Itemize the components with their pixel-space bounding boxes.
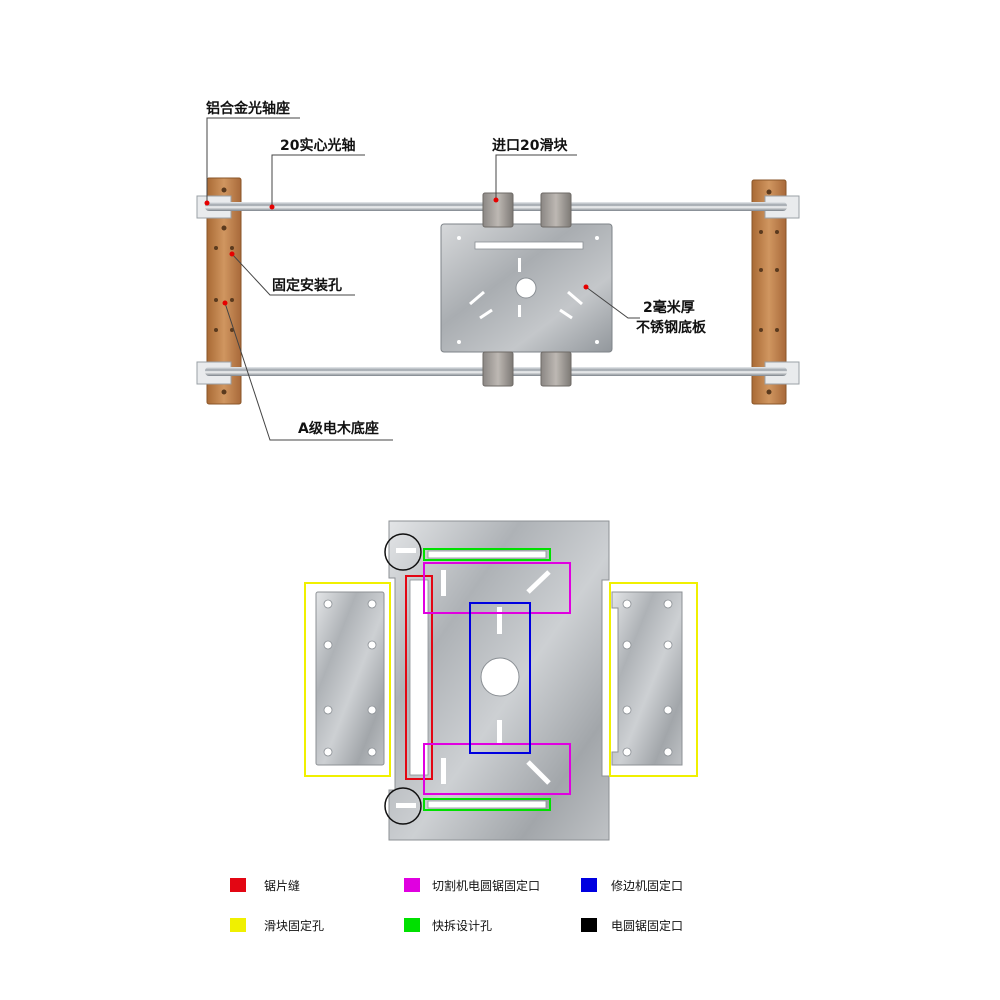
legend-label: 电圆锯固定口 (611, 918, 684, 933)
label-plate-thickness: 2毫米厚 (643, 300, 695, 316)
legend-item-slider-hole: 滑块固定孔 (230, 915, 324, 935)
magenta-box-bottom (423, 743, 571, 795)
legend-label: 快拆设计孔 (432, 918, 493, 933)
left-bakelite-base (206, 177, 242, 405)
label-plate-material: 不锈钢底板 (636, 320, 706, 336)
callout-leader-lines (206, 117, 640, 441)
green-box-bottom (423, 798, 551, 811)
legend-swatch (581, 878, 597, 892)
legend-item-trimmer: 修边机固定口 (581, 875, 683, 895)
legend-item-saw-slot: 锯片缝 (230, 875, 300, 895)
legend-label: 修边机固定口 (611, 878, 684, 893)
magenta-box-top (423, 562, 571, 614)
legend-item-circular-saw: 电圆锯固定口 (581, 915, 683, 935)
callout-dots (204, 197, 589, 306)
label-bakelite-base: A级电木底座 (298, 421, 379, 437)
yellow-box-right (609, 582, 698, 777)
legend-swatch (404, 878, 420, 892)
yellow-box-left (304, 582, 391, 777)
right-bakelite-base (751, 179, 787, 405)
legend-item-quick-release: 快拆设计孔 (404, 915, 492, 935)
slider-blocks (482, 192, 572, 387)
legend-swatch (230, 918, 246, 932)
legend-label: 切割机电圆锯固定口 (432, 878, 541, 893)
legend-swatch (404, 918, 420, 932)
legend-item-cutting-machine: 切割机电圆锯固定口 (404, 875, 540, 895)
left-slider-plate (315, 591, 385, 766)
green-box-top (423, 548, 551, 561)
main-steel-plate (388, 520, 610, 841)
black-circle-bottom (384, 787, 422, 825)
legend-swatch (581, 918, 597, 932)
label-slider-block: 进口20滑块 (492, 138, 568, 154)
black-circle-top (384, 533, 422, 571)
label-shaft-support: 铝合金光轴座 (206, 101, 290, 117)
red-box-saw-slot (405, 575, 433, 780)
legend-label: 锯片缝 (264, 878, 301, 893)
legend-label: 滑块固定孔 (264, 918, 325, 933)
label-solid-shaft: 20实心光轴 (280, 138, 356, 154)
blue-box-trimmer (469, 602, 531, 754)
steel-base-plate-top (440, 223, 613, 353)
right-slider-plate (611, 591, 683, 766)
legend-swatch (230, 878, 246, 892)
annotation-boxes (304, 533, 698, 825)
label-mount-hole: 固定安装孔 (272, 278, 342, 294)
